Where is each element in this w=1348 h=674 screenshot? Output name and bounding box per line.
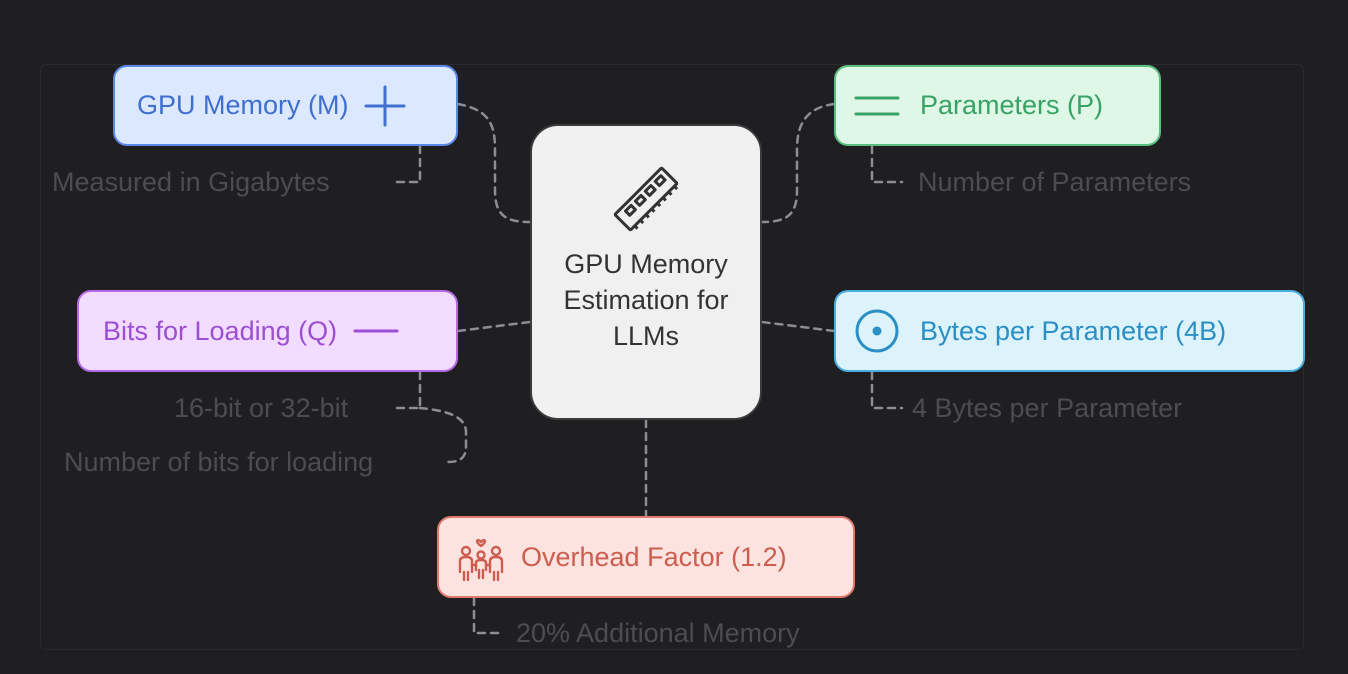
connector-gpu-memory <box>456 102 532 224</box>
sub-bits-1: 16-bit or 32-bit <box>174 393 349 423</box>
node-bytes-per-parameter: Bytes per Parameter (4B) <box>834 290 1305 372</box>
node-bits-label: Bits for Loading (Q) <box>103 315 338 346</box>
node-parameters: Parameters (P) <box>834 65 1161 146</box>
connector-sub-bits-1 <box>390 370 422 410</box>
equals-icon <box>854 91 900 121</box>
connector-bits <box>456 320 532 333</box>
connector-bytes <box>760 320 836 333</box>
family-icon <box>457 532 505 582</box>
sub-bytes: 4 Bytes per Parameter <box>912 393 1183 423</box>
sub-bits-2: Number of bits for loading <box>64 447 374 477</box>
node-overhead-factor: Overhead Factor (1.2) <box>437 516 855 598</box>
plus-icon <box>363 84 407 128</box>
sub-overhead: 20% Additional Memory <box>516 618 800 648</box>
sub-gpu-memory: Measured in Gigabytes <box>52 167 330 197</box>
node-gpu-memory-label: GPU Memory (M) <box>137 90 349 120</box>
sub-parameters: Number of Parameters <box>918 167 1192 197</box>
target-icon <box>854 308 900 354</box>
node-overhead-label: Overhead Factor (1.2) <box>521 541 787 572</box>
connector-sub-bits-2 <box>418 406 468 464</box>
node-parameters-label: Parameters (P) <box>920 90 1104 120</box>
center-node: GPU Memory Estimation for LLMs <box>530 124 762 420</box>
node-bytes-label: Bytes per Parameter (4B) <box>920 315 1227 346</box>
connector-sub-parameters <box>870 144 904 184</box>
minus-icon <box>353 326 399 336</box>
connector-sub-bytes <box>870 370 904 410</box>
connector-sub-gpu-memory <box>390 144 422 184</box>
center-title: GPU Memory Estimation for LLMs <box>563 249 729 351</box>
connector-sub-overhead <box>472 596 506 635</box>
connector-parameters <box>760 102 836 224</box>
node-gpu-memory: GPU Memory (M) <box>113 65 458 146</box>
memory-chip-icon <box>613 166 679 232</box>
node-bits-for-loading: Bits for Loading (Q) <box>77 290 458 372</box>
